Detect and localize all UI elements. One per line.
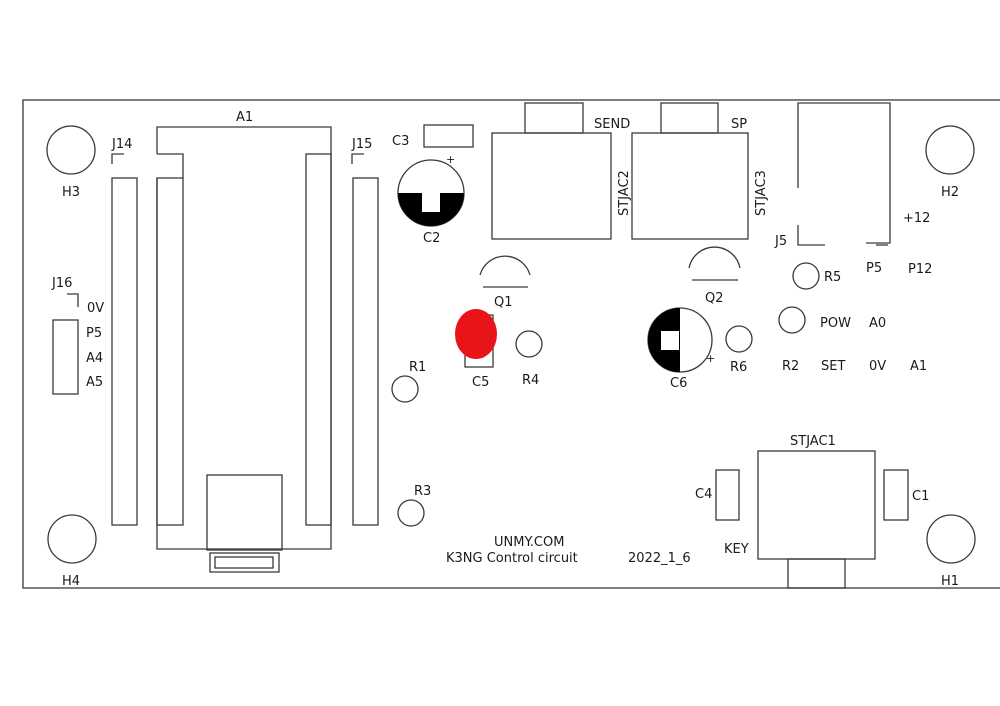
label-0v-mid: 0V [869, 359, 886, 374]
jack-stjac3-tab [660, 102, 719, 134]
label-h2: H2 [941, 185, 959, 200]
capacitor-c6-pad [661, 331, 679, 350]
jack-stjac1-body [757, 450, 876, 560]
label-r2: R2 [782, 359, 799, 374]
mounting-hole-h3 [46, 125, 96, 175]
connector-j5-outline [797, 102, 891, 246]
label-set: SET [821, 359, 845, 374]
label-p5-top: P5 [866, 261, 882, 276]
resistor-r6-pad [725, 325, 753, 353]
transistor-q2 [688, 246, 741, 281]
label-pow: POW [820, 316, 851, 331]
module-a1-usb-tab-inner [214, 556, 274, 569]
label-j14: J14 [111, 137, 132, 152]
j16-pin1-mark [67, 293, 79, 307]
label-c2: C2 [423, 231, 440, 246]
label-send: SEND [594, 117, 630, 132]
label-key: KEY [724, 542, 749, 557]
label-c6: C6 [670, 376, 687, 391]
red-marker [455, 309, 497, 359]
label-r1: R1 [409, 360, 426, 375]
jack-stjac3-body [631, 132, 749, 240]
label-a0: A0 [869, 316, 886, 331]
label-j15: J15 [351, 137, 372, 152]
label-q1: Q1 [494, 295, 513, 310]
label-stjac3: STJAC3 [754, 170, 769, 216]
capacitor-c1 [883, 469, 909, 521]
jack-stjac1-tab [787, 558, 846, 589]
j16-pin-0v: 0V [87, 301, 104, 316]
label-h1: H1 [941, 574, 959, 589]
resistor-r4-pad [515, 330, 543, 358]
label-q2: Q2 [705, 291, 724, 306]
footer-site: UNMY.COM [494, 535, 564, 550]
label-stjac2: STJAC2 [617, 170, 632, 216]
c6-plus-mark: + [706, 352, 715, 365]
module-a1-right-header [305, 153, 332, 526]
module-a1-left-header [156, 177, 184, 526]
label-j5: J5 [774, 234, 787, 249]
resistor-r3-pad [397, 499, 425, 527]
label-sp: SP [731, 117, 747, 132]
label-h4: H4 [62, 574, 80, 589]
label-r3: R3 [414, 484, 431, 499]
label-plus12: +12 [903, 211, 930, 226]
label-c3: C3 [392, 134, 409, 149]
mounting-hole-h4 [47, 514, 97, 564]
header-j15 [352, 177, 379, 526]
label-c5: C5 [472, 375, 489, 390]
header-j16 [52, 319, 79, 395]
j16-pin-p5: P5 [86, 326, 102, 341]
module-a1-usb-tab-outer [209, 552, 280, 573]
label-p12: P12 [908, 262, 932, 277]
c2-plus-mark: + [446, 153, 455, 166]
j14-pin1-mark [111, 153, 124, 164]
j16-pin-a4: A4 [86, 351, 103, 366]
label-r6: R6 [730, 360, 747, 375]
resistor-r5-pad [792, 262, 820, 290]
capacitor-c4 [715, 469, 740, 521]
transistor-q1 [479, 255, 531, 288]
capacitor-c3 [423, 124, 474, 148]
pow-pad [778, 306, 806, 334]
jack-stjac2-tab [524, 102, 584, 134]
mounting-hole-h2 [925, 125, 975, 175]
mounting-hole-h1 [926, 514, 976, 564]
capacitor-c2-pad [422, 192, 440, 212]
label-stjac1: STJAC1 [790, 434, 836, 449]
label-c1: C1 [912, 489, 929, 504]
board-outline [22, 99, 1000, 589]
label-r4: R4 [522, 373, 539, 388]
label-r5: R5 [824, 270, 841, 285]
footer-title: K3NG Control circuit [446, 551, 578, 566]
j16-pin-a5: A5 [86, 375, 103, 390]
label-h3: H3 [62, 185, 80, 200]
label-a1-pin: A1 [910, 359, 927, 374]
footer-date: 2022_1_6 [628, 551, 691, 566]
j15-pin1-mark [351, 153, 364, 164]
jack-stjac2-body [491, 132, 612, 240]
header-j14 [111, 177, 138, 526]
label-c4: C4 [695, 487, 712, 502]
label-j16: J16 [51, 276, 72, 291]
module-a1-usb-port [206, 474, 283, 551]
resistor-r1-pad [391, 375, 419, 403]
label-a1: A1 [236, 110, 253, 125]
